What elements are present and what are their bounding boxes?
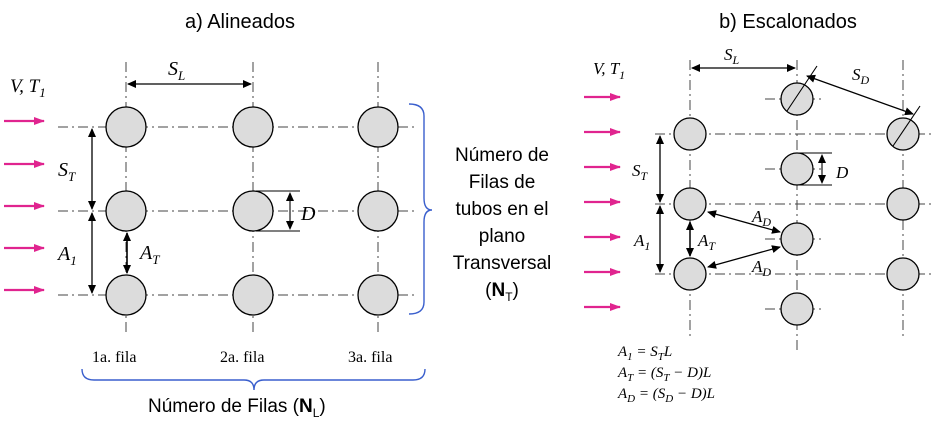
nt-symbol-line: (NT) xyxy=(485,280,519,304)
nt-line-5: Transversal xyxy=(452,253,552,274)
tube xyxy=(105,106,147,148)
tube xyxy=(357,106,399,148)
panel-a-st-label: ST xyxy=(58,159,76,184)
nt-brace xyxy=(408,103,433,315)
tube xyxy=(886,117,920,151)
nt-line-4: plano xyxy=(478,226,526,247)
row-label-1: 1a. fila xyxy=(92,349,136,366)
panel-a-flow-label: V, T1 xyxy=(10,76,46,100)
panel-b-sd-label: SD xyxy=(852,65,870,87)
nt-line-1: Número de xyxy=(455,145,549,166)
equation-ad: AD = (SD − D)L xyxy=(617,386,715,405)
panel-b-d-dimension xyxy=(799,152,832,186)
panel-a-d-label: D xyxy=(300,203,316,225)
panel-b-sl-label: SL xyxy=(724,45,740,67)
tube xyxy=(673,257,707,291)
panel-b-equations: A1 = STL AT = (ST − D)L AD = (SD − D)L xyxy=(617,344,715,405)
panel-a-sl-label: SL xyxy=(168,58,185,83)
nt-line-3: tubos en el xyxy=(455,199,549,220)
tube xyxy=(357,274,399,316)
equation-a1: A1 = STL xyxy=(617,344,672,363)
panel-b-ad-label-top: AD xyxy=(751,207,771,229)
nt-line-2: Filas de xyxy=(468,172,536,193)
tube xyxy=(357,190,399,232)
panel-a-flow-arrows xyxy=(4,117,45,294)
tube xyxy=(780,82,814,116)
panel-b-a1-label: A1 xyxy=(633,231,650,253)
tube xyxy=(232,274,274,316)
panel-b-title: b) Escalonados xyxy=(719,11,857,33)
tube xyxy=(232,190,274,232)
panel-b-flow-label: V, T1 xyxy=(593,59,625,82)
panel-b-d-label: D xyxy=(835,163,849,182)
nl-annotation: Número de Filas (NL) xyxy=(148,396,326,420)
panel-b-at-label: AT xyxy=(697,231,716,253)
tube xyxy=(886,187,920,221)
row-label-2: 2a. fila xyxy=(220,349,264,366)
row-label-3: 3a. fila xyxy=(348,349,392,366)
svg-text:V, T1: V, T1 xyxy=(10,76,46,100)
tube xyxy=(780,292,814,326)
panel-b-ad-dimension xyxy=(707,210,781,269)
panel-b-sd-dimension xyxy=(806,74,914,116)
panel-b-st-label: ST xyxy=(632,161,649,183)
tube xyxy=(673,187,707,221)
tube xyxy=(780,152,814,186)
panel-a-at-label: AT xyxy=(138,242,160,267)
nt-annotation: Número de Filas de tubos en el plano Tra… xyxy=(432,142,572,311)
tube xyxy=(232,106,274,148)
nl-brace xyxy=(81,368,426,391)
tube xyxy=(673,117,707,151)
tube xyxy=(780,222,814,256)
panel-b-flow-arrows xyxy=(584,93,621,311)
panel-a-title: a) Alineados xyxy=(185,11,295,33)
panel-b-sd-ticks xyxy=(786,65,921,147)
panel-b-tubes xyxy=(673,82,920,326)
equation-at: AT = (ST − D)L xyxy=(617,365,711,384)
panel-b-ad-label-bottom: AD xyxy=(751,257,771,279)
tube xyxy=(105,190,147,232)
panel-a-d-dimension xyxy=(256,190,300,232)
tube xyxy=(886,257,920,291)
panel-a-tubes xyxy=(105,106,399,316)
tube xyxy=(105,274,147,316)
panel-a-a1-label: A1 xyxy=(56,243,77,268)
